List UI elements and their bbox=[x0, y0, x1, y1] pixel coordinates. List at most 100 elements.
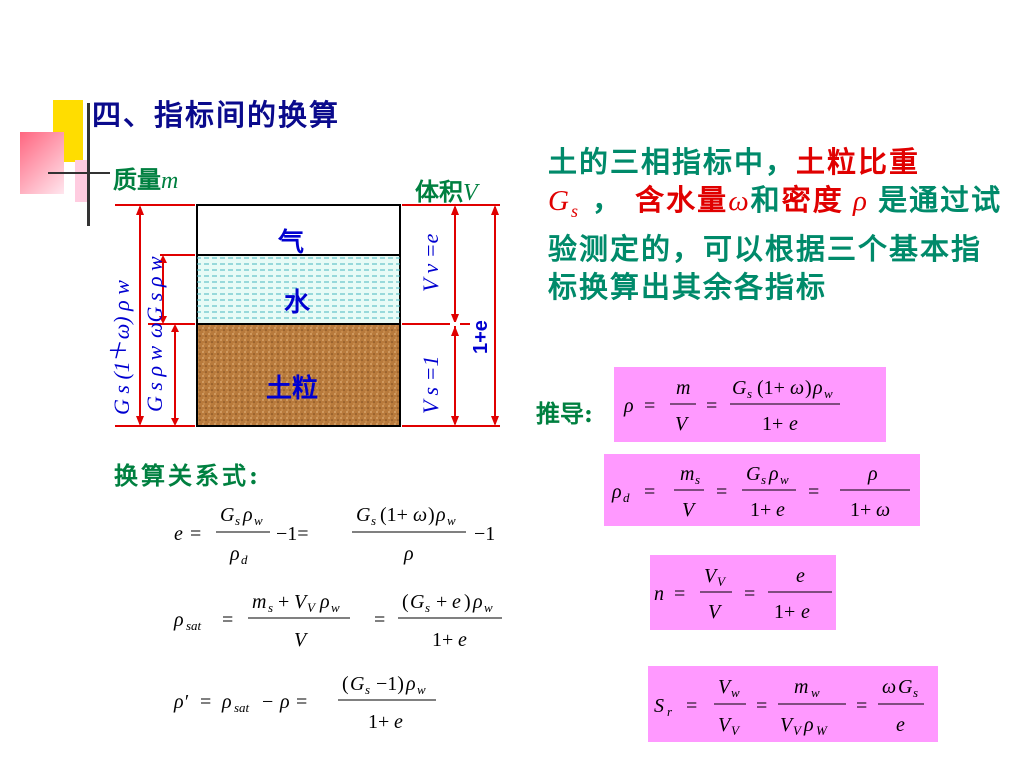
svg-text:s: s bbox=[365, 682, 370, 697]
svg-text:s: s bbox=[371, 513, 376, 528]
svg-text:G: G bbox=[746, 463, 761, 485]
svg-text:d: d bbox=[241, 552, 248, 567]
svg-text:e: e bbox=[458, 629, 467, 651]
solid-phase bbox=[196, 323, 401, 427]
svg-text:ρ: ρ bbox=[173, 609, 184, 631]
volume-label: 体积V bbox=[415, 172, 478, 207]
svg-text:s: s bbox=[235, 513, 240, 528]
svg-text:e: e bbox=[174, 523, 183, 545]
air-phase bbox=[196, 204, 401, 256]
svg-text:=: = bbox=[716, 481, 727, 503]
svg-text:1+: 1+ bbox=[432, 629, 453, 651]
svg-text:ρ: ρ bbox=[319, 591, 330, 613]
volume-symbol: V bbox=[463, 180, 478, 206]
svg-text:G: G bbox=[898, 676, 913, 698]
svg-text:e: e bbox=[801, 601, 810, 623]
svg-text:r: r bbox=[667, 704, 673, 719]
svg-text:V: V bbox=[682, 499, 697, 521]
svg-text:ρ: ρ bbox=[405, 673, 416, 695]
svg-text:+: + bbox=[278, 591, 289, 613]
svg-text:=: = bbox=[222, 609, 233, 631]
svg-text:s: s bbox=[913, 685, 918, 700]
left-water-mass: ωG s ρ w bbox=[142, 256, 167, 338]
svg-text:s: s bbox=[268, 600, 273, 615]
svg-text:ρ: ρ bbox=[229, 543, 240, 565]
svg-text:=: = bbox=[644, 395, 655, 417]
svg-text:m: m bbox=[676, 377, 690, 399]
intro-text-5: 和 bbox=[750, 183, 782, 217]
mass-label: 质量m bbox=[113, 160, 178, 195]
svg-text:G: G bbox=[356, 504, 371, 526]
svg-text:w: w bbox=[484, 600, 493, 615]
svg-text:=: = bbox=[374, 609, 385, 631]
svg-text:ρ: ρ bbox=[221, 691, 232, 713]
svg-text:e: e bbox=[394, 711, 403, 733]
svg-text:): ) bbox=[805, 377, 812, 399]
svg-text:−1): −1) bbox=[376, 673, 404, 695]
svg-text:G: G bbox=[410, 591, 425, 613]
svg-text:ρ: ρ bbox=[768, 463, 779, 485]
svg-text:G: G bbox=[220, 504, 235, 526]
intro-specific-gravity: 土粒比重 bbox=[796, 145, 921, 179]
svg-text:W: W bbox=[816, 723, 828, 738]
decor-line-vertical bbox=[87, 103, 90, 226]
svg-text:G: G bbox=[732, 377, 747, 399]
mass-label-text: 质量 bbox=[113, 165, 161, 194]
svg-text:sat: sat bbox=[186, 618, 202, 633]
left-solid-mass: G s ρ w bbox=[142, 345, 167, 412]
intro-gs: G bbox=[548, 185, 571, 217]
right-void-volume: V v =e bbox=[418, 233, 443, 292]
svg-text:V: V bbox=[718, 676, 733, 698]
svg-text:V: V bbox=[294, 629, 309, 651]
intro-rho: ρ bbox=[843, 185, 879, 217]
svg-text:=: = bbox=[808, 481, 819, 503]
svg-text:=: = bbox=[674, 583, 685, 605]
svg-text:m: m bbox=[252, 591, 266, 613]
svg-text:ρ: ρ bbox=[279, 691, 290, 713]
decor-line-horizontal bbox=[48, 172, 110, 174]
svg-text:+: + bbox=[436, 591, 447, 613]
svg-text:d: d bbox=[623, 490, 630, 505]
svg-text:V: V bbox=[780, 714, 795, 736]
relations-label: 换算关系式: bbox=[114, 461, 261, 490]
svg-text:w: w bbox=[824, 386, 833, 401]
svg-text:s: s bbox=[695, 472, 700, 487]
svg-text:1+: 1+ bbox=[368, 711, 389, 733]
svg-text:=: = bbox=[200, 691, 211, 713]
svg-text:e: e bbox=[776, 499, 785, 521]
phase-water-label: 水 bbox=[284, 288, 311, 318]
svg-text:ρ: ρ bbox=[867, 463, 878, 485]
svg-text:w: w bbox=[780, 472, 789, 487]
mass-symbol: m bbox=[161, 168, 179, 194]
svg-text:=: = bbox=[756, 695, 767, 717]
svg-text:1+: 1+ bbox=[774, 601, 795, 623]
svg-text:): ) bbox=[464, 591, 471, 613]
intro-water-content: 含水量 bbox=[635, 183, 729, 217]
svg-text:G: G bbox=[350, 673, 365, 695]
intro-gs-sub: s bbox=[570, 200, 580, 221]
svg-text:ρ: ρ bbox=[435, 504, 446, 526]
svg-text:=: = bbox=[190, 523, 201, 545]
volume-label-text: 体积 bbox=[415, 177, 463, 206]
svg-text:m: m bbox=[680, 463, 694, 485]
svg-text:e: e bbox=[896, 714, 905, 736]
svg-text:s: s bbox=[425, 600, 430, 615]
svg-text:ρ: ρ bbox=[403, 543, 414, 565]
intro-text-1: 土的三相指标中， bbox=[548, 145, 797, 179]
svg-text:s: s bbox=[747, 386, 752, 401]
derive-label: 推导: bbox=[536, 399, 593, 428]
svg-text:ρ: ρ bbox=[611, 481, 622, 503]
svg-text:(: ( bbox=[402, 591, 409, 613]
svg-text:V: V bbox=[793, 723, 803, 738]
svg-text:s: s bbox=[761, 472, 766, 487]
svg-text:n: n bbox=[654, 583, 664, 605]
svg-text:1+: 1+ bbox=[850, 499, 871, 521]
intro-paragraph: 土的三相指标中，土粒比重 Gs ， 含水量ω和密度 ρ 是通过试验测定的，可以根… bbox=[548, 143, 1008, 306]
